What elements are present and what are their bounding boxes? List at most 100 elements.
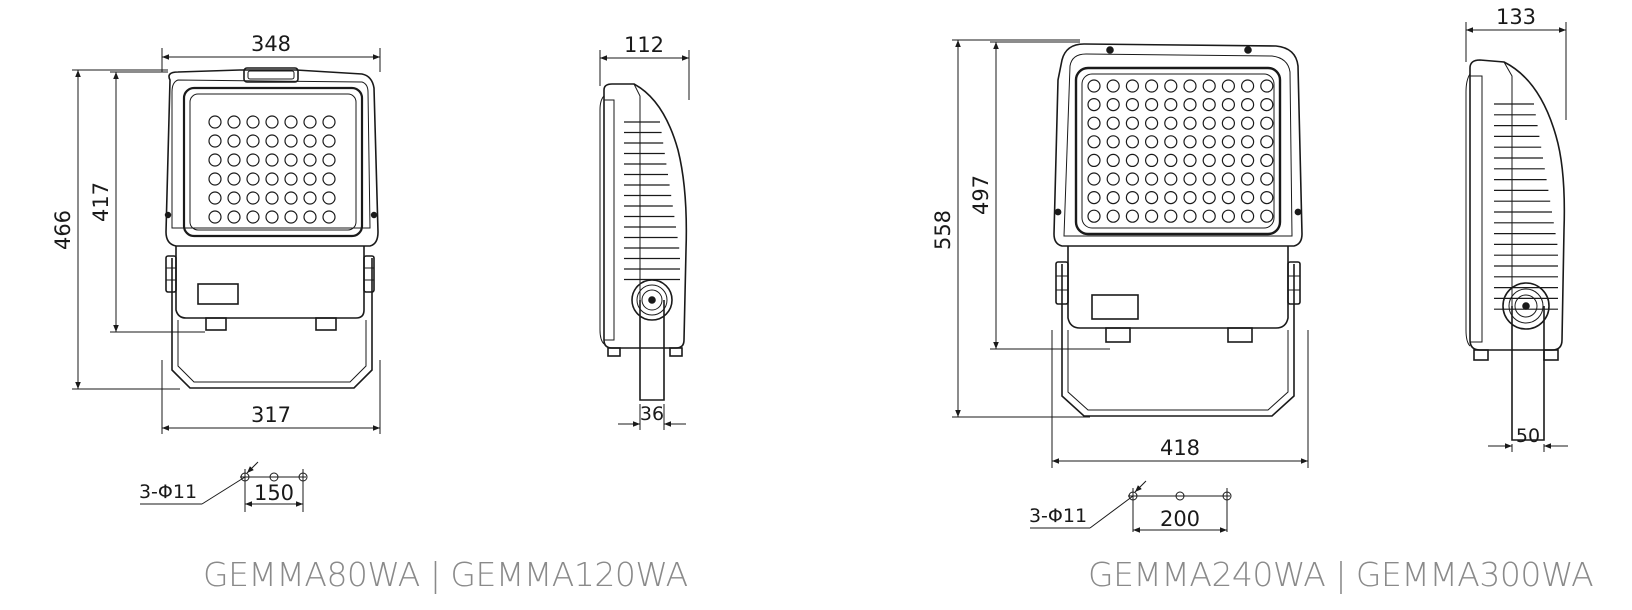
led-dot — [1125, 135, 1140, 149]
led-dot — [1087, 97, 1101, 112]
led-dot — [1240, 135, 1255, 149]
led-dot — [1164, 135, 1178, 149]
led-dot — [227, 172, 241, 186]
led-dot — [1087, 191, 1101, 205]
led-dot — [265, 210, 279, 224]
led-dot — [322, 115, 336, 129]
led-dot — [1144, 209, 1159, 223]
led-dot — [1125, 172, 1140, 186]
led-dot — [1125, 116, 1140, 130]
led-dot — [1202, 79, 1216, 93]
led-dot — [1183, 79, 1197, 93]
left-dim-348: 348 — [251, 32, 291, 56]
left-dim-112: 112 — [624, 33, 664, 57]
led-dot — [1221, 97, 1236, 112]
left-dim-36: 36 — [640, 403, 664, 425]
led-dot — [284, 210, 298, 224]
led-dot — [322, 191, 336, 205]
led-dot — [303, 210, 317, 224]
led-dot — [1087, 172, 1101, 186]
led-dot — [1087, 209, 1101, 223]
left-dim-317: 317 — [251, 403, 291, 427]
led-dot — [265, 191, 279, 205]
led-dot — [1183, 191, 1197, 205]
led-dot — [303, 115, 317, 129]
right-holes-label: 3-Φ11 — [1029, 505, 1087, 527]
led-dot — [1183, 116, 1197, 130]
left-front-view — [72, 48, 381, 434]
led-dot — [1164, 97, 1178, 112]
led-dot — [265, 153, 279, 167]
left-dim-150: 150 — [254, 481, 294, 505]
led-dot — [1164, 79, 1178, 93]
led-dot — [1202, 191, 1216, 205]
led-dot — [1125, 191, 1140, 205]
led-dot — [1202, 116, 1216, 130]
led-dot — [246, 134, 260, 148]
led-dot — [1164, 116, 1178, 130]
led-dot — [1240, 79, 1255, 93]
led-dot — [284, 191, 298, 205]
led-dot — [1144, 191, 1159, 205]
led-dot — [1164, 153, 1178, 167]
led-dot — [284, 172, 298, 186]
led-dot — [1106, 153, 1120, 167]
right-dim-418: 418 — [1160, 436, 1200, 460]
led-dot — [1240, 153, 1255, 167]
left-mounting-holes — [140, 461, 308, 512]
led-dot — [1164, 209, 1178, 223]
led-dot — [1221, 135, 1236, 149]
led-dot — [1125, 79, 1140, 93]
led-dot — [1144, 135, 1159, 149]
led-dot — [303, 172, 317, 186]
led-dot — [1144, 172, 1159, 186]
right-side-view — [1465, 22, 1568, 452]
right-model-caption: GEMMA240WA | GEMMA300WA — [1088, 555, 1594, 594]
led-dot — [1106, 79, 1120, 93]
led-dot — [208, 191, 222, 205]
led-dot — [1144, 116, 1159, 130]
led-dot — [1106, 209, 1120, 223]
left-side-view — [599, 50, 690, 430]
right-dim-558: 558 — [931, 210, 955, 250]
led-dot — [1106, 116, 1120, 130]
led-dot — [1087, 135, 1101, 149]
led-dot — [303, 191, 317, 205]
led-dot — [1221, 209, 1236, 223]
led-dot — [1240, 209, 1255, 223]
led-dot — [1260, 135, 1274, 149]
led-dot — [1260, 79, 1274, 93]
led-dot — [1221, 191, 1236, 205]
led-dot — [246, 172, 260, 186]
led-dot — [1144, 79, 1159, 93]
led-dot — [1144, 153, 1159, 167]
led-dot — [1183, 209, 1197, 223]
led-dot — [208, 115, 222, 129]
led-dot — [1240, 116, 1255, 130]
led-dot — [1260, 172, 1274, 186]
right-dim-497: 497 — [969, 175, 993, 215]
led-dot — [227, 153, 241, 167]
led-dot — [208, 210, 222, 224]
led-dot — [1221, 116, 1236, 130]
right-dim-133: 133 — [1496, 5, 1536, 29]
led-dot — [208, 153, 222, 167]
led-dot — [1260, 191, 1274, 205]
led-dot — [1202, 153, 1216, 167]
right-dim-200: 200 — [1160, 507, 1200, 531]
led-dot — [1144, 97, 1159, 112]
left-model-caption: GEMMA80WA | GEMMA120WA — [203, 555, 688, 594]
left-dim-417: 417 — [89, 182, 113, 222]
led-dot — [322, 134, 336, 148]
led-dot — [1183, 153, 1197, 167]
led-dot — [1240, 172, 1255, 186]
led-dot — [322, 172, 336, 186]
led-dot — [1106, 172, 1120, 186]
left-holes-label: 3-Φ11 — [139, 481, 197, 503]
led-dot — [303, 153, 317, 167]
led-dot — [1260, 97, 1274, 112]
led-dot — [1221, 79, 1236, 93]
led-dot — [1260, 153, 1274, 167]
led-dot — [1087, 153, 1101, 167]
